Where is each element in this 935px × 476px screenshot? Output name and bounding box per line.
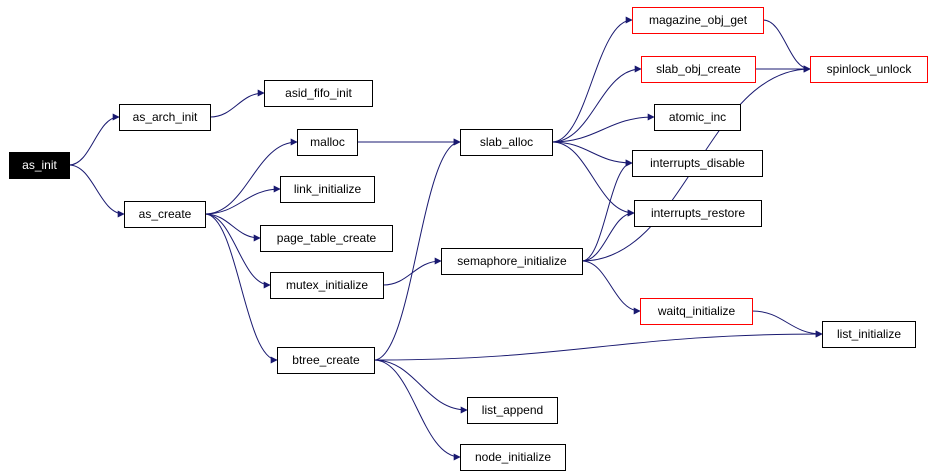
edge-slab_alloc-to-atomic_inc bbox=[551, 113, 655, 143]
edge-slab_alloc-to-slab_obj_create bbox=[551, 65, 642, 143]
node-interrupts_restore[interactable]: interrupts_restore bbox=[634, 200, 762, 227]
node-link_initialize[interactable]: link_initialize bbox=[280, 176, 375, 203]
node-box-as_arch_init bbox=[119, 104, 211, 131]
node-box-semaphore_initialize bbox=[441, 248, 583, 275]
node-box-link_initialize bbox=[280, 176, 375, 203]
edge-as_init-to-as_arch_init bbox=[68, 113, 120, 166]
node-slab_alloc[interactable]: slab_alloc bbox=[460, 129, 553, 156]
node-as_create[interactable]: as_create bbox=[124, 201, 206, 228]
edge-slab_alloc-to-interrupts_disable bbox=[551, 141, 633, 167]
node-box-spinlock_unlock bbox=[810, 56, 928, 83]
edge-as_create-to-malloc bbox=[204, 138, 298, 215]
node-label-node_initialize: node_initialize bbox=[475, 450, 551, 464]
node-label-semaphore_initialize: semaphore_initialize bbox=[457, 254, 567, 268]
node-label-spinlock_unlock: spinlock_unlock bbox=[827, 62, 913, 76]
node-atomic_inc[interactable]: atomic_inc bbox=[654, 104, 741, 131]
node-mutex_initialize[interactable]: mutex_initialize bbox=[270, 272, 384, 299]
edge-slab_alloc-to-interrupts_restore bbox=[551, 141, 635, 217]
edge-as_create-to-link_initialize bbox=[204, 185, 281, 215]
node-box-atomic_inc bbox=[654, 104, 741, 131]
node-malloc[interactable]: malloc bbox=[297, 129, 358, 156]
edge-btree_create-to-slab_alloc bbox=[373, 138, 461, 361]
node-box-btree_create bbox=[277, 347, 375, 374]
node-asid_fifo_init[interactable]: asid_fifo_init bbox=[264, 80, 373, 107]
node-slab_obj_create[interactable]: slab_obj_create bbox=[641, 56, 756, 83]
edge-waitq_initialize-to-list_initialize bbox=[751, 310, 823, 338]
node-label-as_arch_init: as_arch_init bbox=[133, 110, 198, 124]
node-btree_create[interactable]: btree_create bbox=[277, 347, 375, 374]
node-semaphore_initialize[interactable]: semaphore_initialize bbox=[441, 248, 583, 275]
edge-slab_alloc-to-magazine_obj_get bbox=[551, 16, 633, 143]
edge-magazine_obj_get-to-spinlock_unlock bbox=[762, 19, 811, 73]
node-label-interrupts_disable: interrupts_disable bbox=[650, 156, 745, 170]
node-magazine_obj_get[interactable]: magazine_obj_get bbox=[632, 7, 764, 34]
nodes-layer: as_init as_arch_init asid_fifo_init as_crea… bbox=[9, 7, 928, 471]
node-label-page_table_create: page_table_create bbox=[277, 231, 377, 245]
node-box-node_initialize bbox=[460, 444, 566, 471]
node-spinlock_unlock[interactable]: spinlock_unlock bbox=[810, 56, 928, 83]
node-box-list_initialize bbox=[822, 321, 916, 348]
edge-semaphore_initialize-to-interrupts_disable bbox=[581, 159, 633, 262]
edge-btree_create-to-list_append bbox=[373, 359, 468, 414]
node-label-slab_alloc: slab_alloc bbox=[480, 135, 533, 149]
node-label-slab_obj_create: slab_obj_create bbox=[656, 62, 741, 76]
node-box-page_table_create bbox=[260, 225, 393, 252]
edge-as_create-to-btree_create bbox=[204, 213, 278, 364]
node-node_initialize[interactable]: node_initialize bbox=[460, 444, 566, 471]
node-label-btree_create: btree_create bbox=[292, 353, 360, 367]
node-waitq_initialize[interactable]: waitq_initialize bbox=[640, 298, 753, 325]
node-label-as_create: as_create bbox=[139, 207, 192, 221]
node-label-list_initialize: list_initialize bbox=[837, 327, 901, 341]
edge-as_arch_init-to-asid_fifo_init bbox=[209, 89, 265, 118]
edge-semaphore_initialize-to-waitq_initialize bbox=[581, 260, 641, 315]
node-box-asid_fifo_init bbox=[264, 80, 373, 107]
node-as_init[interactable]: as_init bbox=[9, 152, 70, 179]
node-interrupts_disable[interactable]: interrupts_disable bbox=[632, 150, 763, 177]
node-box-list_append bbox=[467, 397, 558, 424]
node-label-interrupts_restore: interrupts_restore bbox=[651, 206, 745, 220]
node-label-list_append: list_append bbox=[482, 403, 543, 417]
node-box-as_create bbox=[124, 201, 206, 228]
node-box-interrupts_restore bbox=[634, 200, 762, 227]
node-box-slab_obj_create bbox=[641, 56, 756, 83]
node-box-mutex_initialize bbox=[270, 272, 384, 299]
edge-as_create-to-mutex_initialize bbox=[204, 213, 271, 289]
node-as_arch_init[interactable]: as_arch_init bbox=[119, 104, 211, 131]
node-list_append[interactable]: list_append bbox=[467, 397, 558, 424]
edge-btree_create-to-list_initialize bbox=[373, 330, 823, 361]
node-label-magazine_obj_get: magazine_obj_get bbox=[649, 13, 748, 27]
node-label-waitq_initialize: waitq_initialize bbox=[657, 304, 736, 318]
node-box-magazine_obj_get bbox=[632, 7, 764, 34]
edges-layer bbox=[68, 16, 823, 461]
node-page_table_create[interactable]: page_table_create bbox=[260, 225, 393, 252]
node-label-as_init: as_init bbox=[22, 158, 57, 172]
node-box-waitq_initialize bbox=[640, 298, 753, 325]
edge-as_init-to-as_create bbox=[68, 164, 125, 218]
node-label-mutex_initialize: mutex_initialize bbox=[286, 278, 368, 292]
node-box-interrupts_disable bbox=[632, 150, 763, 177]
edge-semaphore_initialize-to-interrupts_restore bbox=[581, 209, 635, 262]
node-label-atomic_inc: atomic_inc bbox=[669, 110, 726, 124]
node-box-slab_alloc bbox=[460, 129, 553, 156]
node-label-link_initialize: link_initialize bbox=[294, 182, 362, 196]
node-label-malloc: malloc bbox=[310, 135, 345, 149]
node-list_initialize[interactable]: list_initialize bbox=[822, 321, 916, 348]
edge-btree_create-to-node_initialize bbox=[373, 359, 461, 461]
node-box-as_init bbox=[9, 152, 70, 179]
node-box-malloc bbox=[297, 129, 358, 156]
node-label-asid_fifo_init: asid_fifo_init bbox=[285, 86, 352, 100]
